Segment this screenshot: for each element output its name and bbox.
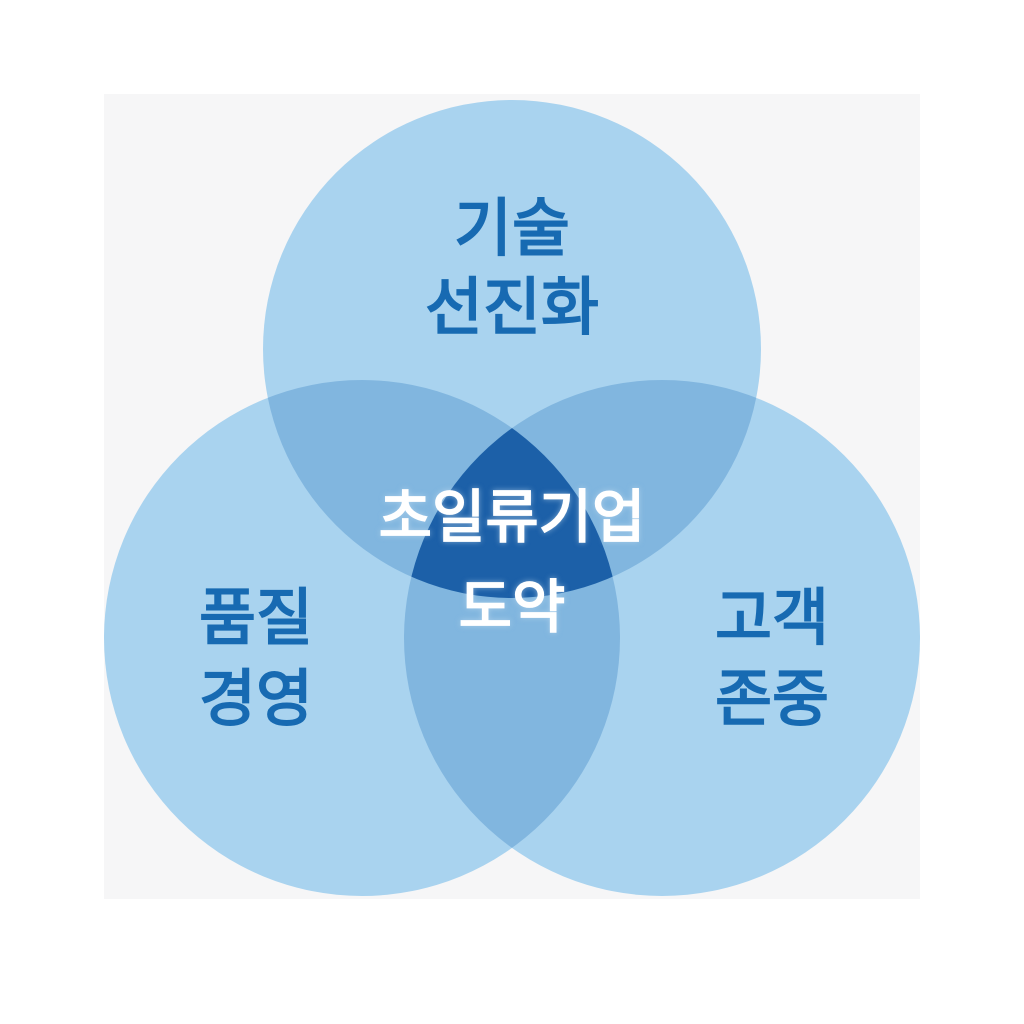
label-quality: 품질 경영 <box>106 578 406 740</box>
label-technology: 기술 선진화 <box>362 190 662 348</box>
center-goal-label: 초일류기업 도약 <box>312 473 712 653</box>
label-customer-line2: 존중 <box>714 665 830 734</box>
label-technology-line1: 기술 <box>454 194 570 264</box>
label-technology-line2: 선진화 <box>425 273 599 343</box>
center-goal-line1: 초일류기업 <box>378 485 646 550</box>
center-goal-line2: 도약 <box>458 575 566 640</box>
label-customer: 고객 존중 <box>622 578 922 740</box>
label-customer-line1: 고객 <box>714 584 830 653</box>
label-quality-line2: 경영 <box>198 665 314 734</box>
label-quality-line1: 품질 <box>198 584 314 653</box>
core-intersection <box>404 380 620 598</box>
